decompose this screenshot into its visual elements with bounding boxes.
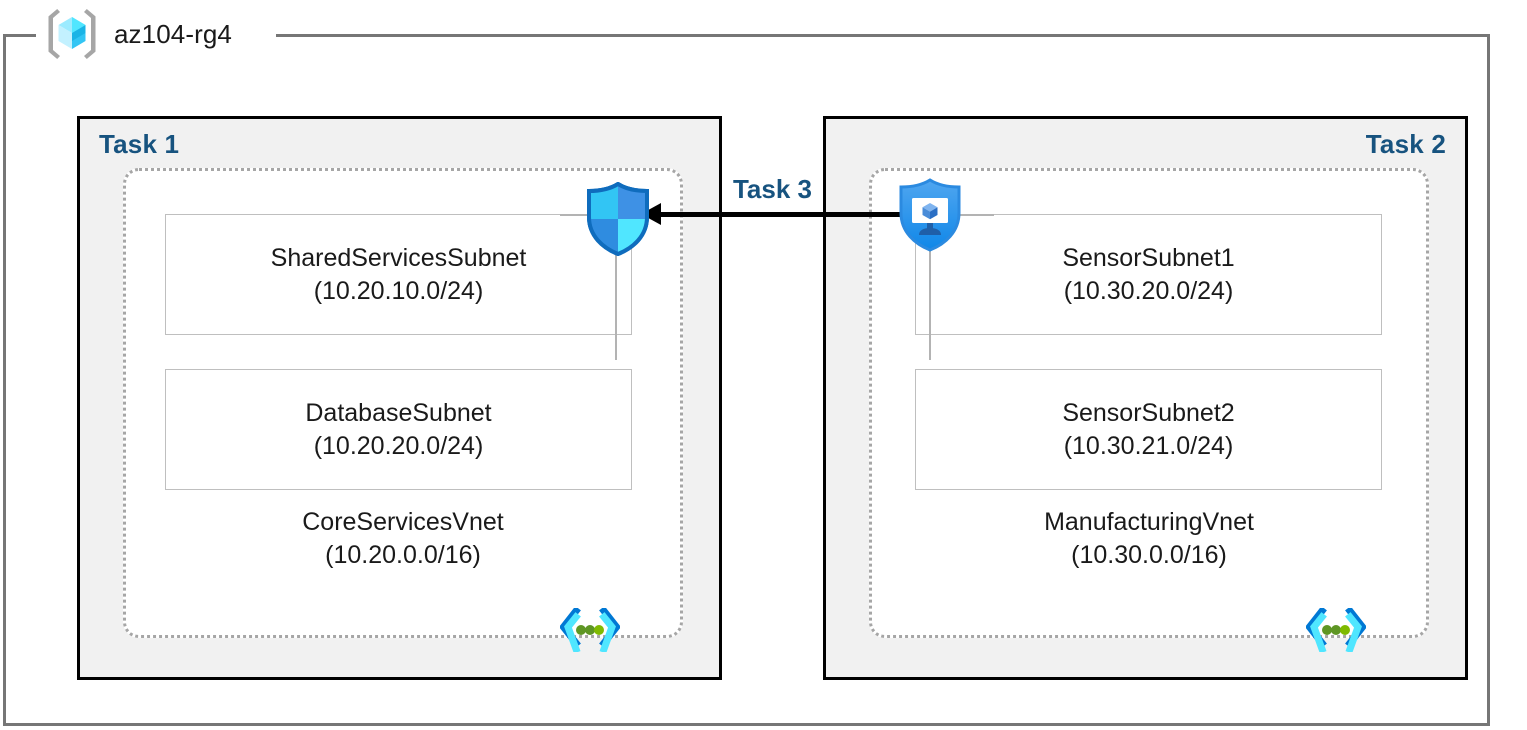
vnet-core-services-caption: CoreServicesVnet (10.20.0.0/16) xyxy=(126,506,680,572)
connector-peering-horizontal xyxy=(960,214,994,216)
task-2-label: Task 2 xyxy=(1365,129,1446,159)
vnet-manufacturing-caption: ManufacturingVnet (10.30.0.0/16) xyxy=(872,506,1426,572)
vnet-core-services-cidr: (10.20.0.0/16) xyxy=(325,541,481,569)
peering-arrow-line xyxy=(657,212,902,217)
subnet-sensor-1: SensorSubnet1 (10.30.20.0/24) xyxy=(915,214,1382,335)
subnet-shared-services: SharedServicesSubnet (10.20.10.0/24) xyxy=(165,214,632,335)
resource-group-name: az104-rg4 xyxy=(114,18,232,49)
subnet-shared-services-cidr: (10.20.10.0/24) xyxy=(313,276,484,305)
subnet-sensor-2-name: SensorSubnet2 xyxy=(1062,398,1235,427)
virtual-network-icon xyxy=(559,606,621,654)
virtual-network-icon xyxy=(1305,606,1367,654)
connector-nsg-vertical xyxy=(615,250,617,360)
resource-group-header: az104-rg4 xyxy=(44,6,232,62)
vnet-manufacturing-cidr: (10.30.0.0/16) xyxy=(1071,541,1227,569)
connector-peering-vertical xyxy=(929,250,931,360)
vnet-core-services-name: CoreServicesVnet xyxy=(302,508,504,536)
subnet-database-name: DatabaseSubnet xyxy=(305,398,492,427)
network-security-group-shield-icon xyxy=(583,181,653,257)
subnet-sensor-1-name: SensorSubnet1 xyxy=(1062,243,1235,272)
resource-group-cube-icon xyxy=(44,6,100,62)
connector-nsg-horizontal xyxy=(560,214,592,216)
subnet-sensor-2: SensorSubnet2 (10.30.21.0/24) xyxy=(915,369,1382,490)
subnet-database-cidr: (10.20.20.0/24) xyxy=(313,431,484,460)
resource-group-frame xyxy=(3,34,1490,726)
subnet-database: DatabaseSubnet (10.20.20.0/24) xyxy=(165,369,632,490)
vnet-peering-shield-monitor-icon xyxy=(895,178,965,252)
subnet-sensor-2-cidr: (10.30.21.0/24) xyxy=(1063,431,1234,460)
vnet-manufacturing-name: ManufacturingVnet xyxy=(1044,508,1254,536)
subnet-shared-services-name: SharedServicesSubnet xyxy=(270,243,527,272)
task-3-label: Task 3 xyxy=(722,172,823,211)
resource-group-title-gap xyxy=(36,26,276,44)
subnet-sensor-1-cidr: (10.30.20.0/24) xyxy=(1063,276,1234,305)
task-1-label: Task 1 xyxy=(99,129,180,159)
